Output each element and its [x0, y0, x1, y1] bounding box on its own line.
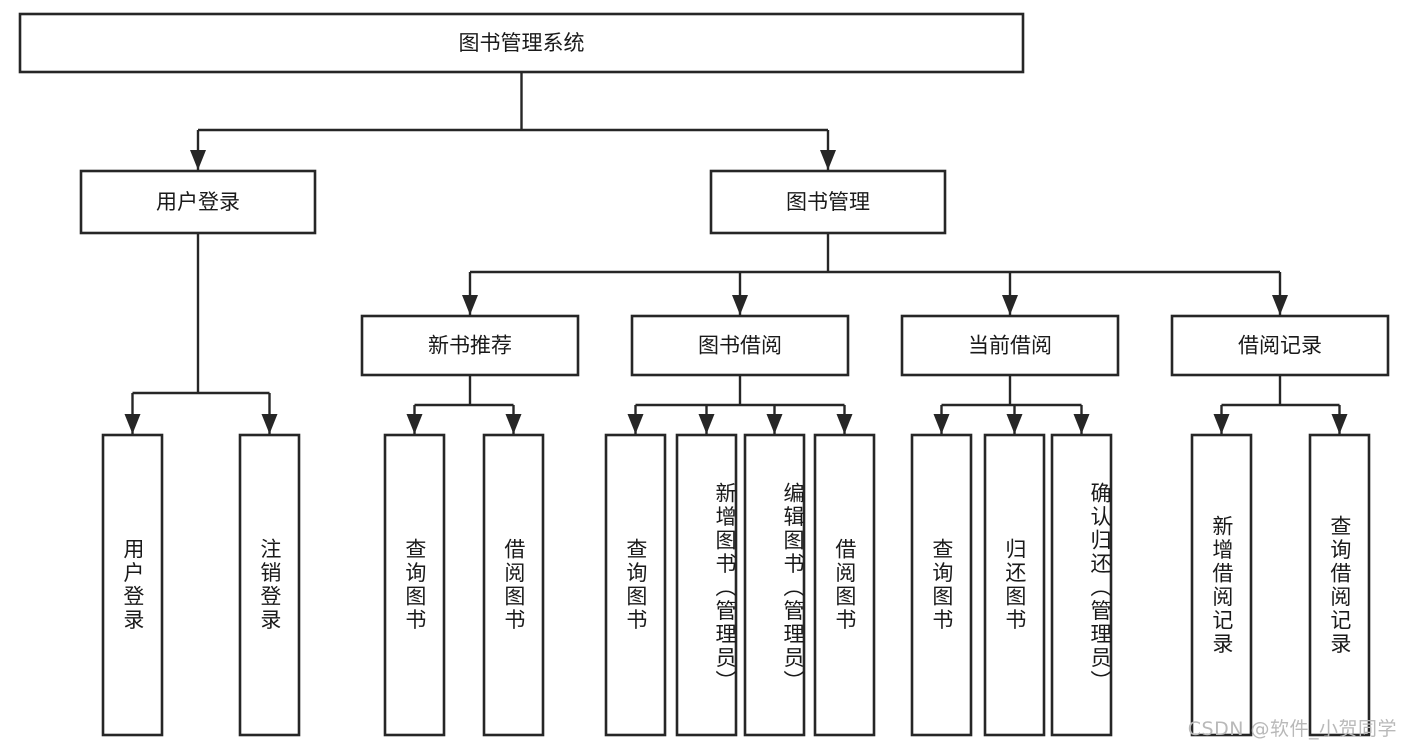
- arrow-head-icon: [1002, 295, 1018, 315]
- node-box[interactable]: [1190, 433, 1253, 737]
- node-label: 图书管理: [786, 190, 870, 214]
- arrow-head-icon: [1213, 414, 1230, 434]
- leaf-node-leaf-add-borrow-record[interactable]: [1190, 433, 1253, 737]
- node-label: 图书借阅: [698, 334, 782, 358]
- arrow-head-icon: [406, 414, 423, 434]
- arrow-head-icon: [190, 150, 206, 170]
- level3-node-current-borrow[interactable]: 当前借阅: [900, 314, 1120, 377]
- leaf-node-leaf-add-book[interactable]: [675, 433, 738, 737]
- node-label: 新书推荐: [428, 334, 512, 358]
- arrow-head-icon: [933, 414, 950, 434]
- watermark-text: CSDN @软件_小贺同学: [1187, 718, 1397, 740]
- edges-layer: [124, 72, 1348, 434]
- arrow-head-icon: [1272, 295, 1288, 315]
- node-box[interactable]: [18, 12, 1025, 74]
- leaf-node-leaf-borrow-book-1[interactable]: [482, 433, 545, 737]
- arrow-head-icon: [462, 295, 478, 315]
- level2-node-user-login[interactable]: 用户登录: [79, 169, 317, 235]
- leaf-node-leaf-query-book-3[interactable]: [910, 433, 973, 737]
- node-label: 用户登录: [156, 190, 240, 214]
- node-box[interactable]: [383, 433, 446, 737]
- leaf-node-leaf-edit-book[interactable]: [743, 433, 806, 737]
- node-box[interactable]: [238, 433, 301, 737]
- node-box[interactable]: [79, 169, 317, 235]
- node-box[interactable]: [482, 433, 545, 737]
- node-box[interactable]: [709, 169, 947, 235]
- level3-node-new-book-recommend[interactable]: 新书推荐: [360, 314, 580, 377]
- root-node-root[interactable]: 图书管理系统: [18, 12, 1025, 74]
- arrow-head-icon: [261, 414, 278, 434]
- node-label: 借阅记录: [1238, 334, 1322, 358]
- arrow-head-icon: [1073, 414, 1090, 434]
- arrow-head-icon: [1006, 414, 1023, 434]
- arrow-head-icon: [627, 414, 644, 434]
- node-box[interactable]: [675, 433, 738, 737]
- level3-node-borrow-record[interactable]: 借阅记录: [1170, 314, 1390, 377]
- leaf-node-leaf-logout[interactable]: [238, 433, 301, 737]
- node-box[interactable]: [604, 433, 667, 737]
- leaf-node-leaf-query-book-2[interactable]: [604, 433, 667, 737]
- leaf-node-leaf-borrow-book-2[interactable]: [813, 433, 876, 737]
- leaf-node-leaf-return-book[interactable]: [983, 433, 1046, 737]
- arrow-head-icon: [505, 414, 522, 434]
- arrow-head-icon: [836, 414, 853, 434]
- arrow-head-icon: [732, 295, 748, 315]
- node-box[interactable]: [630, 314, 850, 377]
- node-box[interactable]: [1308, 433, 1371, 737]
- node-box[interactable]: [910, 433, 973, 737]
- leaf-node-leaf-user-login[interactable]: [101, 433, 164, 737]
- arrow-head-icon: [820, 150, 836, 170]
- leaf-node-leaf-query-borrow-record[interactable]: [1308, 433, 1371, 737]
- arrow-head-icon: [698, 414, 715, 434]
- leaf-node-leaf-confirm-return[interactable]: [1050, 433, 1113, 737]
- arrow-head-icon: [766, 414, 783, 434]
- node-box[interactable]: [1170, 314, 1390, 377]
- node-box[interactable]: [813, 433, 876, 737]
- node-box[interactable]: [900, 314, 1120, 377]
- level3-node-book-borrow[interactable]: 图书借阅: [630, 314, 850, 377]
- node-box[interactable]: [743, 433, 806, 737]
- level2-node-book-manage[interactable]: 图书管理: [709, 169, 947, 235]
- node-box[interactable]: [101, 433, 164, 737]
- leaf-node-leaf-query-book-1[interactable]: [383, 433, 446, 737]
- node-label: 当前借阅: [968, 334, 1052, 358]
- arrow-head-icon: [1331, 414, 1348, 434]
- arrow-head-icon: [124, 414, 141, 434]
- node-box[interactable]: [360, 314, 580, 377]
- node-box[interactable]: [983, 433, 1046, 737]
- node-box[interactable]: [1050, 433, 1113, 737]
- node-label: 图书管理系统: [459, 31, 585, 55]
